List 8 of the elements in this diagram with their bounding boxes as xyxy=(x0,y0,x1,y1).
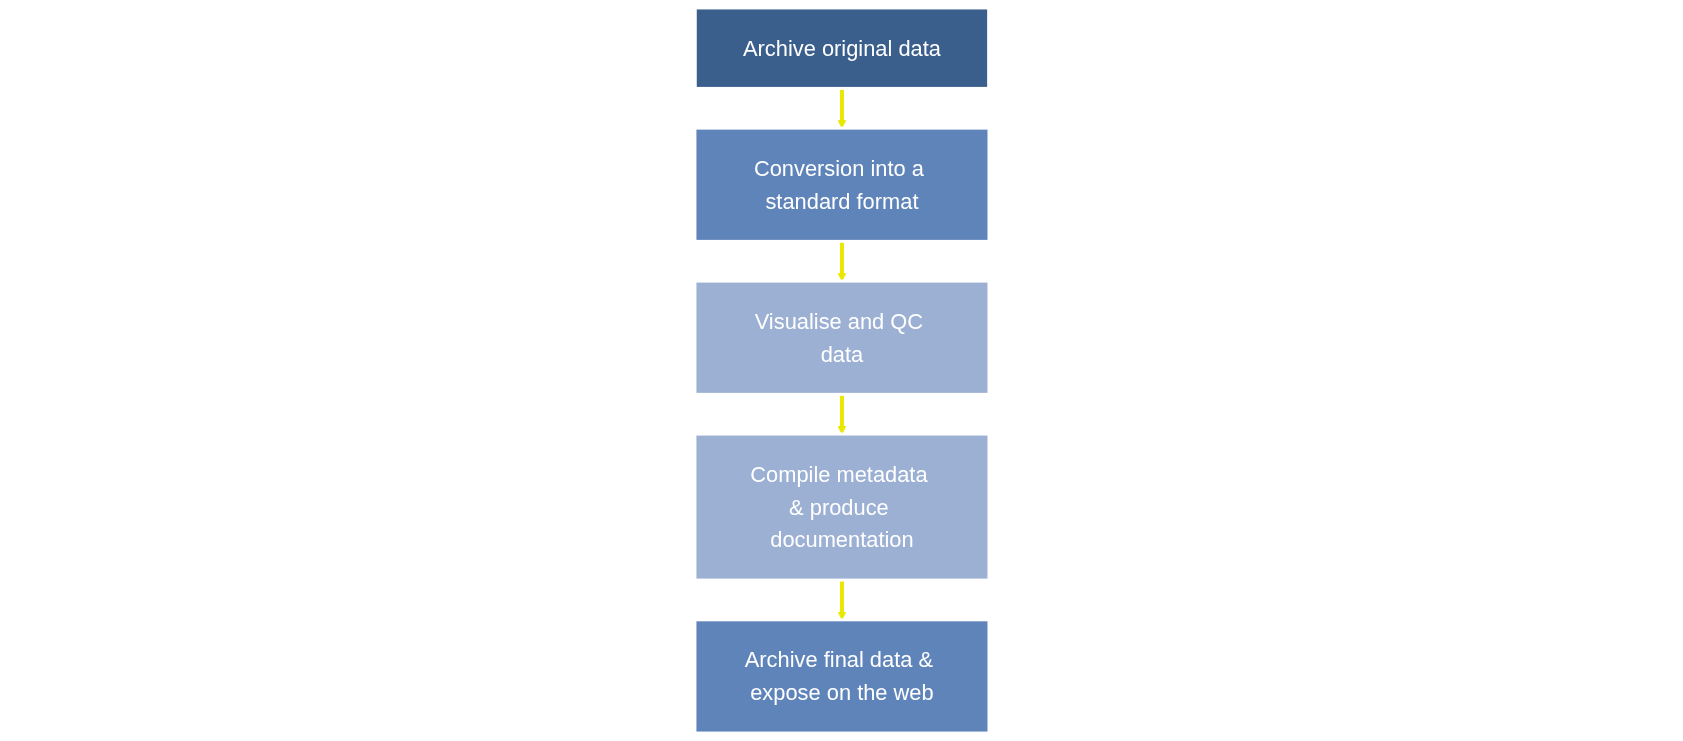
node-box: Compile metadata & produce documentation xyxy=(693,432,990,582)
arrow xyxy=(837,394,846,435)
node-box: Archive final data & expose on the web xyxy=(693,618,990,735)
node-box: Conversion into a standard format xyxy=(693,126,990,243)
node-box: Archive original data xyxy=(693,6,990,90)
arrow xyxy=(837,88,846,129)
node-box: Visualise and QC data xyxy=(693,279,990,396)
arrow xyxy=(837,241,846,282)
